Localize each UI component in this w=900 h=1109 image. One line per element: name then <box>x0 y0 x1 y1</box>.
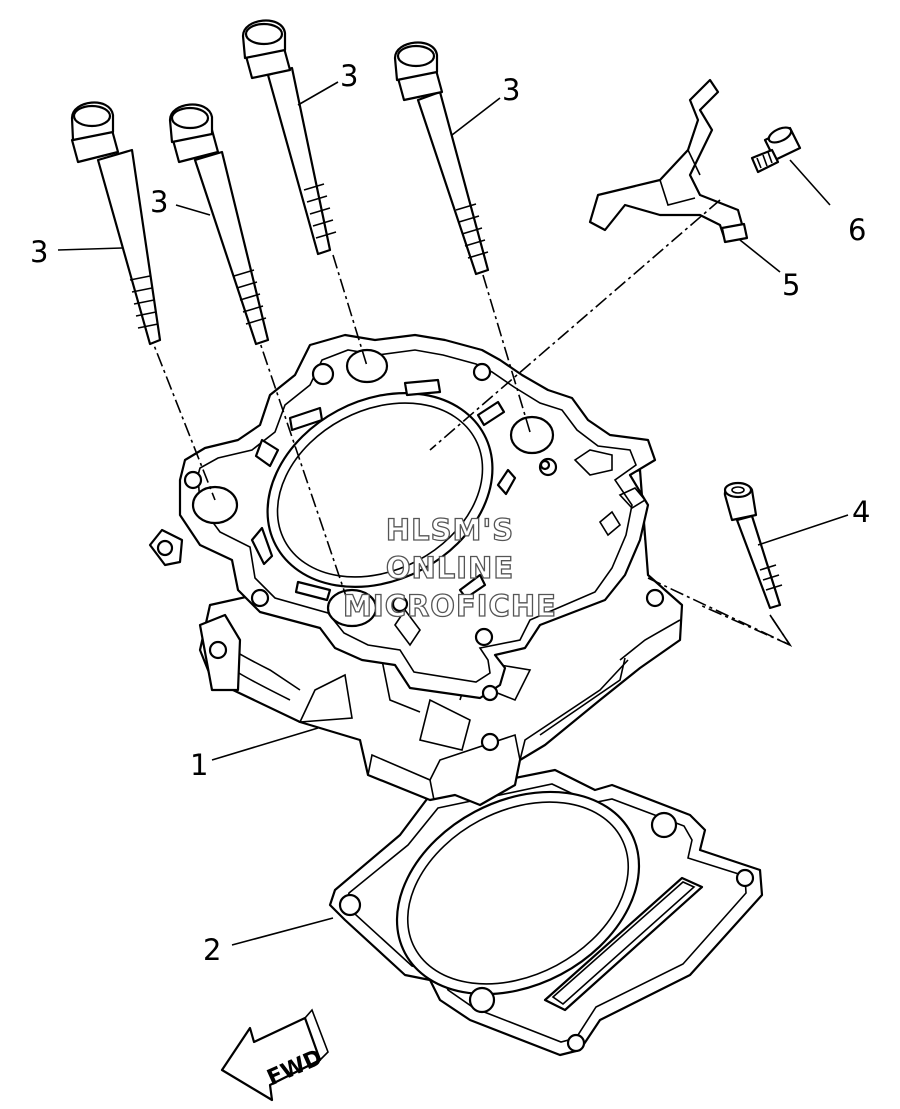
callout-5: 5 <box>782 268 800 302</box>
callout-2: 2 <box>203 933 221 967</box>
stud-bolt-right[interactable] <box>393 41 490 276</box>
watermark-line-2: ONLINE <box>386 551 514 585</box>
assembly-alignment-lines <box>147 199 793 647</box>
stud-bolt-center-left[interactable] <box>168 103 270 346</box>
flange-screw[interactable] <box>750 124 802 174</box>
callout-3-center-right: 3 <box>340 59 358 93</box>
callout-3-left: 3 <box>30 235 48 269</box>
callout-4: 4 <box>852 495 870 529</box>
stud-bolt-left[interactable] <box>70 101 162 346</box>
cylinder-body[interactable] <box>148 333 684 807</box>
hex-socket-bolt[interactable] <box>723 481 783 610</box>
fwd-direction-arrow: FWD <box>220 1008 329 1102</box>
callout-3-center-left: 3 <box>150 185 168 219</box>
watermark: HLSM'S ONLINE MICROFICHE <box>342 512 557 623</box>
stud-bolt-center-right[interactable] <box>241 19 337 256</box>
callout-leader-lines <box>57 81 849 946</box>
callout-6: 6 <box>848 213 866 247</box>
callout-1: 1 <box>190 748 208 782</box>
callout-3-right: 3 <box>502 73 520 107</box>
watermark-line-1: HLSM'S <box>386 513 514 547</box>
cylinder-base-gasket[interactable] <box>328 752 764 1057</box>
hose-clamp-bracket[interactable] <box>588 78 749 244</box>
watermark-line-3: MICROFICHE <box>343 589 557 623</box>
